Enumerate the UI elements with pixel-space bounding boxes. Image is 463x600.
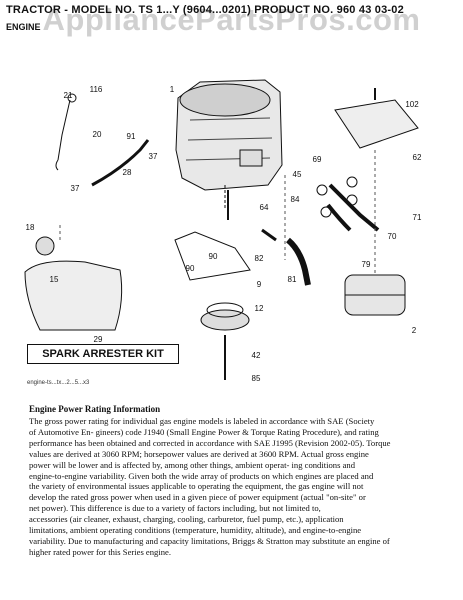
- cable-drawing: [57, 99, 71, 161]
- callout-label: 37: [149, 152, 158, 161]
- callout-label: 42: [252, 351, 261, 360]
- bracket-drawing: [174, 231, 251, 281]
- callout-label: 70: [388, 232, 397, 241]
- callout-label: 71: [413, 213, 422, 222]
- callout-label: 84: [291, 195, 300, 204]
- paragraph-line: variability. Due to manufacturing and ca…: [29, 535, 390, 546]
- rating-paragraph: The gross power rating for individual ga…: [29, 416, 443, 558]
- callout-label: 37: [71, 184, 80, 193]
- callout-label: 29: [94, 335, 103, 344]
- figure-reference: engine-ts...tx...2...5...x3: [27, 380, 90, 386]
- paragraph-line: engine-to-engine variability. Given both…: [29, 470, 374, 481]
- callout-label: 90: [209, 252, 218, 261]
- callout-label: 90: [186, 264, 195, 273]
- callout-label: 81: [288, 275, 297, 284]
- callout-label: 15: [50, 275, 59, 284]
- watermark: AppliancePartsPros.com: [42, 2, 421, 37]
- exhaust-pipe-drawing: [328, 183, 380, 232]
- fuel-tank-drawing: [24, 260, 123, 331]
- callout-label: 79: [362, 260, 371, 269]
- paragraph-line: performance has been obtained and correc…: [29, 437, 391, 448]
- paragraph-line: limitations, ambient operating condition…: [29, 525, 362, 536]
- paragraph-line: the variety of environmental issues appl…: [29, 481, 364, 492]
- paragraph-line: net power). This difference is due to a …: [29, 503, 321, 514]
- page-subtitle: ENGINE: [6, 22, 41, 32]
- callout-label: 85: [252, 374, 261, 383]
- callout-label: 9: [257, 280, 262, 289]
- engine-block-drawing: [175, 79, 283, 210]
- callout-label: 82: [255, 254, 264, 263]
- paragraph-line: values are derived at 3060 RPM; horsepow…: [29, 448, 369, 459]
- callout-label: 18: [26, 223, 35, 232]
- callout-label: 102: [405, 100, 419, 109]
- section-title: Engine Power Rating Information: [29, 404, 161, 414]
- paragraph-line: power will be lower and is affected by, …: [29, 459, 355, 470]
- callout-label: 62: [413, 153, 422, 162]
- callout-label: 2: [412, 326, 417, 335]
- paragraph-line: develop the rated gross power when used …: [29, 492, 366, 503]
- callout-label: 64: [260, 203, 269, 212]
- callout-label: 21: [64, 91, 73, 100]
- heat-shield-drawing: [334, 99, 419, 149]
- callout-label: 20: [93, 130, 102, 139]
- callout-label: 69: [313, 155, 322, 164]
- hose-drawing: [285, 237, 311, 286]
- spark-arrester-kit-label: SPARK ARRESTER KIT: [27, 344, 179, 364]
- callout-label: 116: [90, 85, 103, 94]
- callout-label: 12: [255, 304, 264, 313]
- page-title: TRACTOR - MODEL NO. TS 1...Y (9604...020…: [6, 4, 404, 16]
- callout-label: 45: [293, 170, 302, 179]
- callout-label: 91: [127, 132, 136, 141]
- paragraph-line: accessories (air cleaner, exhaust, charg…: [29, 514, 344, 525]
- paragraph-line: higher rated power for this Series engin…: [29, 546, 171, 557]
- parts-diagram: 1 116 21 20 91 37 28 37 45 64 84 102 62 …: [24, 79, 422, 383]
- callout-label: 28: [123, 168, 132, 177]
- paragraph-line: The gross power rating for individual ga…: [29, 416, 375, 426]
- paragraph-line: of Automotive En- gineers) code J1940 (S…: [29, 426, 379, 437]
- breather-tube-drawing: [91, 139, 150, 187]
- callout-label: 1: [170, 85, 175, 94]
